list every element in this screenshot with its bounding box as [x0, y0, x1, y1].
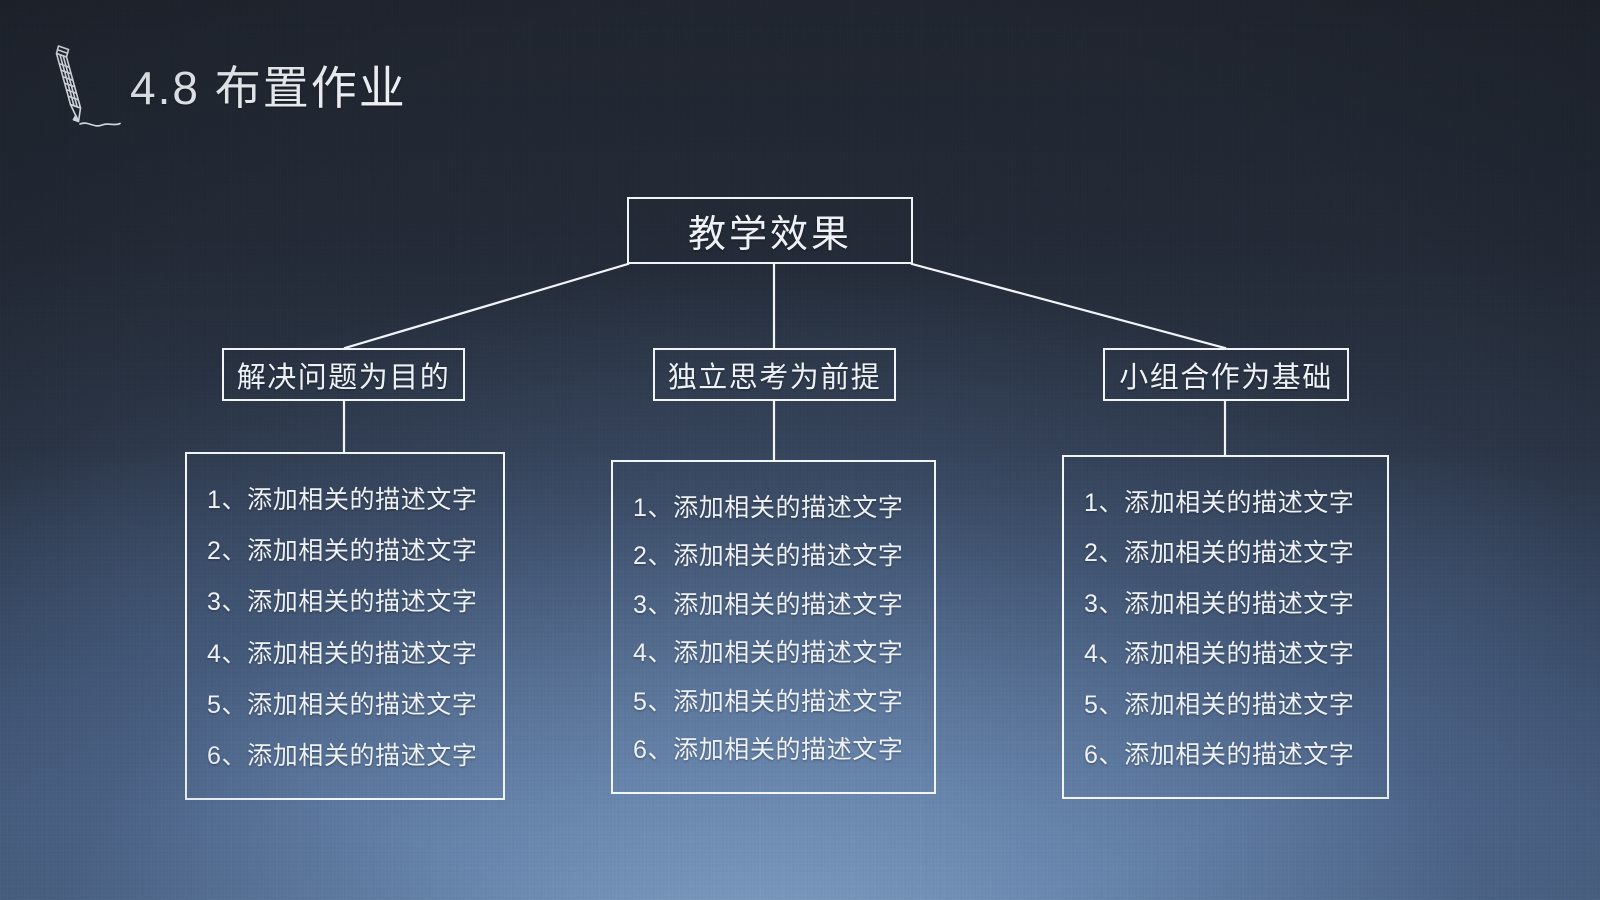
description-list-box-2: 1、添加相关的描述文字 2、添加相关的描述文字 3、添加相关的描述文字 4、添加…	[1062, 455, 1389, 799]
list-item: 1、添加相关的描述文字	[207, 486, 478, 514]
page-title: 4.8 布置作业	[130, 62, 407, 114]
list-item: 5、添加相关的描述文字	[633, 687, 904, 716]
list-item: 6、添加相关的描述文字	[633, 735, 904, 764]
diagram-branch-label-0: 解决问题为目的	[236, 361, 451, 394]
diagram-branch-node-0[interactable]: 解决问题为目的	[222, 348, 465, 401]
diagram-branch-node-1[interactable]: 独立思考为前提	[653, 348, 896, 401]
connector-root-to-branch-2	[910, 262, 1227, 350]
diagram-branch-label-2: 小组合作为基础	[1119, 361, 1333, 394]
list-item: 3、添加相关的描述文字	[207, 588, 478, 617]
list-item: 2、添加相关的描述文字	[207, 537, 478, 566]
slide-title-area: 4.8 布置作业	[44, 36, 407, 140]
description-list-box-1: 1、添加相关的描述文字 2、添加相关的描述文字 3、添加相关的描述文字 4、添加…	[611, 460, 936, 794]
list-item: 4、添加相关的描述文字	[1084, 640, 1355, 669]
pencil-icon	[55, 45, 121, 127]
connector-root-to-branch-0	[343, 262, 630, 350]
list-item: 6、添加相关的描述文字	[207, 741, 478, 770]
list-item: 4、添加相关的描述文字	[633, 639, 904, 668]
list-item: 5、添加相关的描述文字	[1084, 690, 1355, 719]
diagram-root-node[interactable]: 教学效果	[627, 197, 913, 264]
diagram-branch-node-2[interactable]: 小组合作为基础	[1103, 348, 1349, 401]
diagram-branch-label-1: 独立思考为前提	[667, 361, 882, 394]
list-item: 2、添加相关的描述文字	[633, 542, 904, 571]
list-item: 5、添加相关的描述文字	[207, 690, 478, 719]
list-item: 1、添加相关的描述文字	[633, 494, 904, 522]
list-item: 3、添加相关的描述文字	[1084, 589, 1355, 618]
list-item: 1、添加相关的描述文字	[1084, 489, 1355, 517]
description-list-box-0: 1、添加相关的描述文字 2、添加相关的描述文字 3、添加相关的描述文字 4、添加…	[185, 452, 505, 800]
diagram-root-label: 教学效果	[687, 214, 852, 256]
squiggle-underline-icon	[79, 122, 121, 127]
list-item: 4、添加相关的描述文字	[207, 639, 478, 668]
list-item: 6、添加相关的描述文字	[1084, 740, 1355, 769]
list-item: 2、添加相关的描述文字	[1084, 539, 1355, 568]
list-item: 3、添加相关的描述文字	[633, 590, 904, 619]
